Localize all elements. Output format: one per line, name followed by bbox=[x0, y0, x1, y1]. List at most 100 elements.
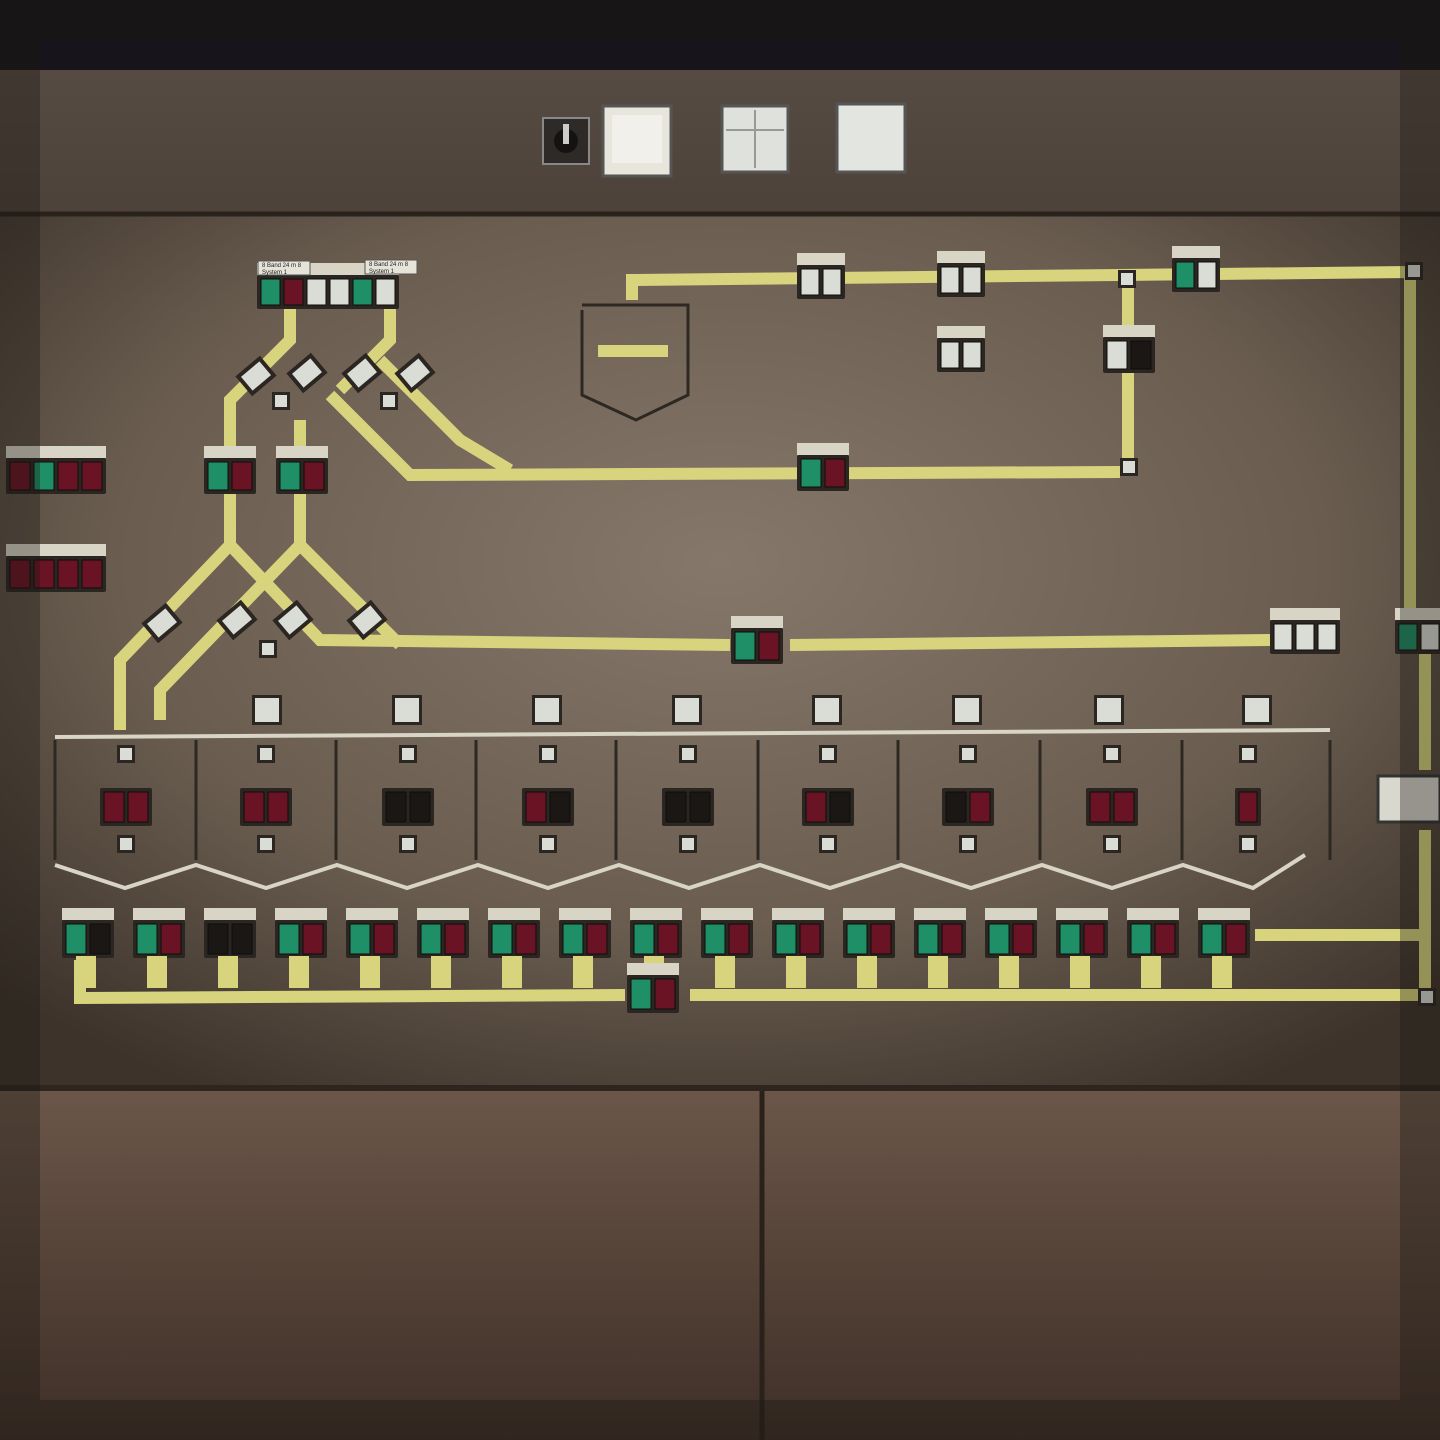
right-lamp-group[interactable] bbox=[1270, 608, 1340, 654]
loop-node-1 bbox=[1118, 270, 1136, 288]
bottom-lamp-17[interactable] bbox=[1198, 908, 1250, 958]
bottom-stem-16 bbox=[1141, 956, 1161, 988]
lamp-red bbox=[81, 559, 103, 589]
lamp-dark bbox=[409, 791, 431, 823]
bunker-lamp-8[interactable] bbox=[1086, 788, 1138, 826]
lamp-white bbox=[329, 278, 350, 306]
lamp-dark bbox=[945, 791, 967, 823]
bottom-lamp-16[interactable] bbox=[1127, 908, 1179, 958]
bottom-lamp-15[interactable] bbox=[1056, 908, 1108, 958]
bottom-stem-17 bbox=[1212, 956, 1232, 988]
bottom-right-node bbox=[1418, 988, 1436, 1006]
lamp-white bbox=[1295, 623, 1315, 651]
bottom-lamp-4[interactable] bbox=[275, 908, 327, 958]
loop-lamp-5[interactable] bbox=[1103, 325, 1155, 373]
wall-top bbox=[0, 0, 1440, 75]
lamp-white bbox=[306, 278, 327, 306]
bunker-lamp-2[interactable] bbox=[240, 788, 292, 826]
right-edge-lamp[interactable] bbox=[1395, 608, 1440, 654]
bunker-header-6 bbox=[952, 695, 982, 725]
lamp-green bbox=[1398, 623, 1418, 651]
side-lamp-group-1[interactable] bbox=[6, 446, 106, 494]
lamp-dark bbox=[89, 923, 111, 955]
lamp-dark bbox=[665, 791, 687, 823]
bottom-lamp-10[interactable] bbox=[701, 908, 753, 958]
bunker-zigzag-line bbox=[54, 853, 1307, 891]
bunker-lamp-6[interactable] bbox=[802, 788, 854, 826]
label-line-c: 8 Band 24 m 8 bbox=[369, 262, 409, 268]
bottom-lamp-5[interactable] bbox=[346, 908, 398, 958]
bottom-lamp-7[interactable] bbox=[488, 908, 540, 958]
key-switch[interactable] bbox=[542, 117, 590, 165]
loop-node-2 bbox=[1405, 262, 1423, 280]
bunker-lamp-4[interactable] bbox=[522, 788, 574, 826]
bunker-lamp-5[interactable] bbox=[662, 788, 714, 826]
bottom-stem-1 bbox=[76, 956, 96, 988]
lamp-white bbox=[822, 268, 842, 296]
bunker-bottom-indicator-6 bbox=[819, 835, 837, 853]
lamp-green bbox=[846, 923, 868, 955]
lamp-red bbox=[373, 923, 395, 955]
diverter-lamp-4 bbox=[394, 352, 436, 394]
bottom-lamp-13[interactable] bbox=[914, 908, 966, 958]
bottom-stem-13 bbox=[928, 956, 948, 988]
meter-gauge-1 bbox=[601, 104, 673, 178]
bottom-lamp-6[interactable] bbox=[417, 908, 469, 958]
bottom-center-lamp[interactable] bbox=[627, 963, 679, 1013]
lamp-green bbox=[630, 978, 652, 1010]
conveyor-lamp-d[interactable] bbox=[731, 616, 783, 664]
lamp-white bbox=[1106, 340, 1128, 370]
lamp-green bbox=[917, 923, 939, 955]
lamp-green bbox=[988, 923, 1010, 955]
bunker-bottom-indicator-9 bbox=[1239, 835, 1257, 853]
bunker-lamp-3[interactable] bbox=[382, 788, 434, 826]
lamp-green bbox=[279, 461, 301, 491]
diverter-lamp-8 bbox=[346, 599, 388, 641]
side-lamp-group-2[interactable] bbox=[6, 544, 106, 592]
lamp-dark bbox=[207, 923, 229, 955]
small-lamp-3 bbox=[259, 640, 277, 658]
conveyor-lamp-b[interactable] bbox=[276, 446, 328, 494]
bottom-lamp-12[interactable] bbox=[843, 908, 895, 958]
bunker-header-2 bbox=[392, 695, 422, 725]
loop-lamp-3[interactable] bbox=[937, 326, 985, 372]
conveyor-lamp-c[interactable] bbox=[797, 443, 849, 491]
small-lamp-2 bbox=[380, 392, 398, 410]
diverter-lamp-2 bbox=[286, 352, 328, 394]
bottom-lamp-8[interactable] bbox=[559, 908, 611, 958]
bunker-bottom-indicator-5 bbox=[679, 835, 697, 853]
lamp-red bbox=[103, 791, 125, 823]
loop-lamp-4[interactable] bbox=[1172, 246, 1220, 292]
bunker-lamp-1[interactable] bbox=[100, 788, 152, 826]
bunker-header-1 bbox=[252, 695, 282, 725]
loop-lamp-2[interactable] bbox=[937, 251, 985, 297]
bunker-lamp-9[interactable] bbox=[1235, 788, 1261, 826]
bottom-lamp-9[interactable] bbox=[630, 908, 682, 958]
lamp-red bbox=[758, 631, 780, 661]
bunker-lamp-7[interactable] bbox=[942, 788, 994, 826]
lamp-green bbox=[278, 923, 300, 955]
lamp-red bbox=[969, 791, 991, 823]
lamp-red bbox=[586, 923, 608, 955]
lamp-dark bbox=[549, 791, 571, 823]
bottom-lamp-3[interactable] bbox=[204, 908, 256, 958]
lamp-white bbox=[962, 266, 982, 294]
bottom-lamp-2[interactable] bbox=[133, 908, 185, 958]
lamp-green bbox=[562, 923, 584, 955]
lamp-red bbox=[525, 791, 547, 823]
conveyor-lamp-a[interactable] bbox=[204, 446, 256, 494]
diverter-lamp-1 bbox=[235, 355, 277, 397]
lamp-dark bbox=[385, 791, 407, 823]
bottom-lamp-14[interactable] bbox=[985, 908, 1037, 958]
bunker-bottom-indicator-4 bbox=[539, 835, 557, 853]
lamp-red bbox=[805, 791, 827, 823]
loop-lamp-1[interactable] bbox=[797, 253, 845, 299]
lamp-red bbox=[799, 923, 821, 955]
bottom-lamp-1[interactable] bbox=[62, 908, 114, 958]
side-meter bbox=[1376, 774, 1440, 824]
lamp-green bbox=[260, 278, 281, 306]
bottom-lamp-11[interactable] bbox=[772, 908, 824, 958]
lamp-dark bbox=[689, 791, 711, 823]
bottom-stem-14 bbox=[999, 956, 1019, 988]
lamp-red bbox=[303, 461, 325, 491]
